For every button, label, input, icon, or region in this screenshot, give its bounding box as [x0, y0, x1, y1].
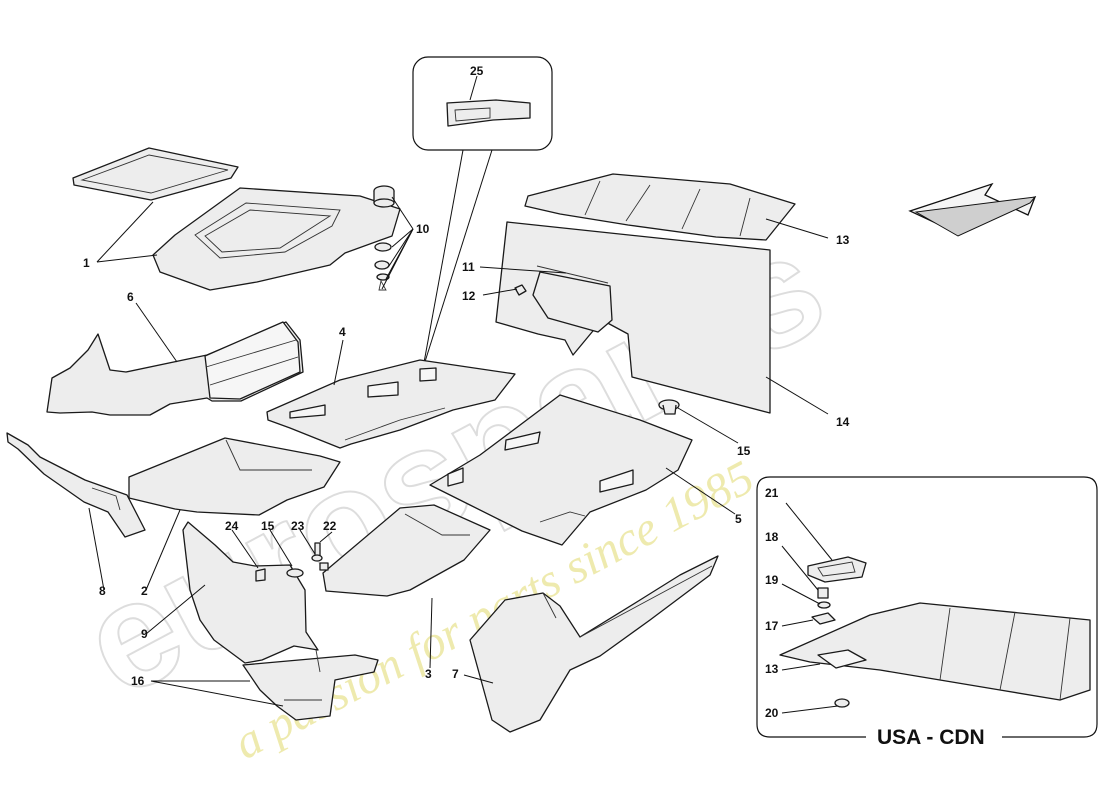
part-6-tunnel-trim — [46, 321, 304, 416]
fasteners-22-24 — [255, 542, 329, 582]
direction-arrow-icon — [908, 182, 1037, 237]
callout-25: 25 — [470, 64, 484, 78]
part-7-sill-trim — [469, 555, 719, 733]
callout-10: 10 — [416, 222, 430, 236]
inset-callout-21: 21 — [765, 486, 779, 500]
leader-lines — [88, 75, 829, 707]
inset-callout-19: 19 — [765, 573, 779, 587]
part-4-floor-carpet — [266, 359, 516, 449]
part-14-bulkhead — [495, 221, 771, 414]
callout-6: 6 — [127, 290, 134, 304]
part-3-floor-carpet — [322, 504, 491, 597]
callout-9: 9 — [141, 627, 148, 641]
callout-16: 16 — [131, 674, 145, 688]
part-10-fasteners — [373, 185, 395, 291]
inset-title: USA - CDN — [877, 726, 985, 749]
callout-12: 12 — [462, 289, 476, 303]
usa-cdn-inset: USA - CDN 21 18 19 17 13 20 — [756, 476, 1098, 749]
inset-callout-20: 20 — [765, 706, 779, 720]
callout-7: 7 — [452, 667, 459, 681]
inset-callout-18: 18 — [765, 530, 779, 544]
callout-4: 4 — [339, 325, 346, 339]
part-1-floor-mats — [72, 147, 401, 291]
inset-callout-17: 17 — [765, 619, 779, 633]
part-2-floor-panel — [128, 437, 341, 516]
callout-1: 1 — [83, 256, 90, 270]
callout-22: 22 — [323, 519, 337, 533]
callout-24: 24 — [225, 519, 239, 533]
part-9-side-trim — [182, 521, 379, 721]
callout-5: 5 — [735, 512, 742, 526]
part-5-rear-carpet — [429, 394, 693, 546]
callout-8: 8 — [99, 584, 106, 598]
callout-13: 13 — [836, 233, 850, 247]
part-13-parcel-shelf — [524, 173, 796, 241]
part-8-side-trim — [6, 432, 146, 538]
callout-15-right: 15 — [737, 444, 751, 458]
callout-14: 14 — [836, 415, 850, 429]
callout-labels: 1 10 6 4 11 12 13 14 15 5 8 2 9 3 7 16 2… — [83, 64, 850, 688]
callout-11: 11 — [462, 260, 475, 274]
detail-inset-25 — [412, 56, 553, 369]
callout-2: 2 — [141, 584, 148, 598]
callout-15-left: 15 — [261, 519, 275, 533]
callout-3: 3 — [425, 667, 432, 681]
callout-23: 23 — [291, 519, 305, 533]
part-15-clip-right — [658, 399, 680, 415]
inset-callout-13: 13 — [765, 662, 779, 676]
